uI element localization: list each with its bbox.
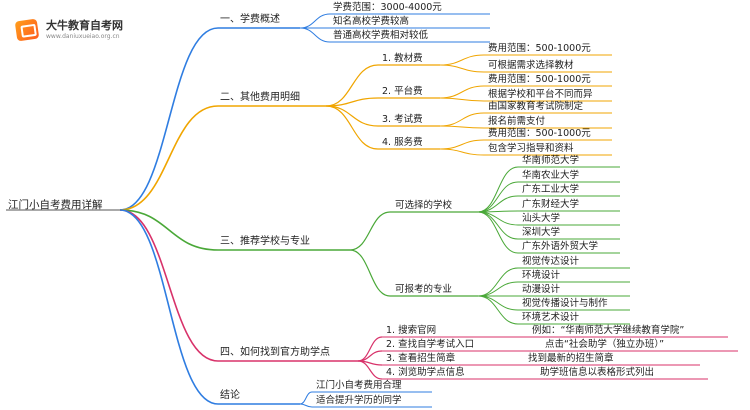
leaf-node: 深圳大学 [522,227,561,238]
leaf-node: 可根据需求选择教材 [488,60,574,71]
leaf-node: 广东工业大学 [522,184,580,195]
sub-node: 3. 考试费 [382,114,423,125]
sub-node: 4. 服务费 [382,137,423,148]
leaf-connector [439,54,485,66]
leaf-node: 视觉传播设计与制作 [522,298,608,309]
sub-node: 1. 搜索官网 [386,325,437,336]
site-logo: 大牛教育自考网 www.daniuxueiao.org.cn [6,14,146,44]
leaf-connector [439,64,485,73]
leaf-node: 知名高校学费较高 [333,16,410,27]
branch-find-center: 四、如何找到官方助学点 [220,347,330,358]
leaf-node: 助学班信息以表格形式列出 [540,367,655,378]
leaf-node: 学费范围：3000-4000元 [333,2,442,13]
leaf-connector [477,295,519,325]
leaf-node: 广东外语外贸大学 [522,241,599,252]
logo-url: www.daniuxueiao.org.cn [46,33,120,40]
leaf-node: 费用范围：500-1000元 [488,128,591,139]
sub-node: 3. 查看招生简章 [386,353,456,364]
leaf-connector [477,211,519,254]
root-connector [119,209,219,405]
leaf-connector [439,112,485,127]
leaf-node: 华南农业大学 [522,170,580,181]
leaf-node: 包含学习指导和资料 [488,143,574,154]
leaf-node: 报名前需支付 [488,116,546,127]
sub-node: 可选择的学校 [395,200,453,211]
leaf-node: 华南师范大学 [522,155,580,166]
leaf-connector [439,97,485,102]
sub-connector [357,336,383,362]
leaf-node: 点击“社会助学（独立办班）” [545,339,665,350]
leaf-node: 视觉传达设计 [522,256,580,267]
leaf-node: 适合提升学历的同学 [316,395,402,406]
leaf-connector [299,403,313,408]
leaf-node: 费用范围：500-1000元 [488,74,591,85]
leaf-connector [299,391,313,405]
root-connector [119,105,219,211]
sub-connector [349,249,391,297]
sub-node: 2. 平台费 [382,86,423,97]
sub-node: 4. 浏览助学点信息 [386,367,465,378]
sub-connector [357,360,383,380]
leaf-node: 汕头大学 [522,213,561,224]
sub-connector [325,105,379,150]
branch-fee-overview: 一、学费概述 [220,14,280,25]
leaf-connector [477,281,519,297]
leaf-node: 找到最新的招生简章 [528,353,614,364]
root-connector [119,209,219,251]
leaf-node: 费用范围：500-1000元 [488,43,591,54]
leaf-connector [439,148,485,156]
sub-node: 可报考的专业 [395,284,453,295]
leaf-connector [299,13,331,29]
leaf-node: 广东财经大学 [522,199,580,210]
leaf-connector [477,211,519,240]
sub-node: 1. 教材费 [382,53,423,64]
leaf-node: 动漫设计 [522,284,561,295]
leaf-node: 环境艺术设计 [522,312,580,323]
sub-connector [349,211,391,251]
leaf-connector [439,139,485,150]
root-topic: 江门小自考费用详解 [8,199,103,211]
leaf-node: 根据学校和平台不同而异 [488,89,593,100]
logo-book-icon [14,18,40,42]
leaf-connector [299,27,331,43]
root-connector [119,209,219,362]
leaf-connector [439,85,485,99]
sub-node: 2. 查找自学考试入口 [386,339,475,350]
leaf-node: 由国家教育考试院制定 [488,101,584,112]
leaf-node: 江门小自考费用合理 [316,380,402,391]
branch-other-fees: 二、其他费用明细 [220,92,300,103]
branch-conclusion: 结论 [220,390,240,401]
leaf-connector [477,295,519,311]
root-connector [119,27,219,211]
branch-schools-majors: 三、推荐学校与专业 [220,236,310,247]
leaf-connector [439,125,485,129]
leaf-node: 例如：“华南师范大学继续教育学院” [532,325,685,336]
sub-connector [325,105,379,127]
leaf-node: 环境设计 [522,270,561,281]
logo-title: 大牛教育自考网 [46,19,123,32]
leaf-connector [477,166,519,213]
sub-connector [325,64,379,107]
leaf-node: 普通高校学费相对较低 [333,30,429,41]
leaf-connector [477,195,519,213]
